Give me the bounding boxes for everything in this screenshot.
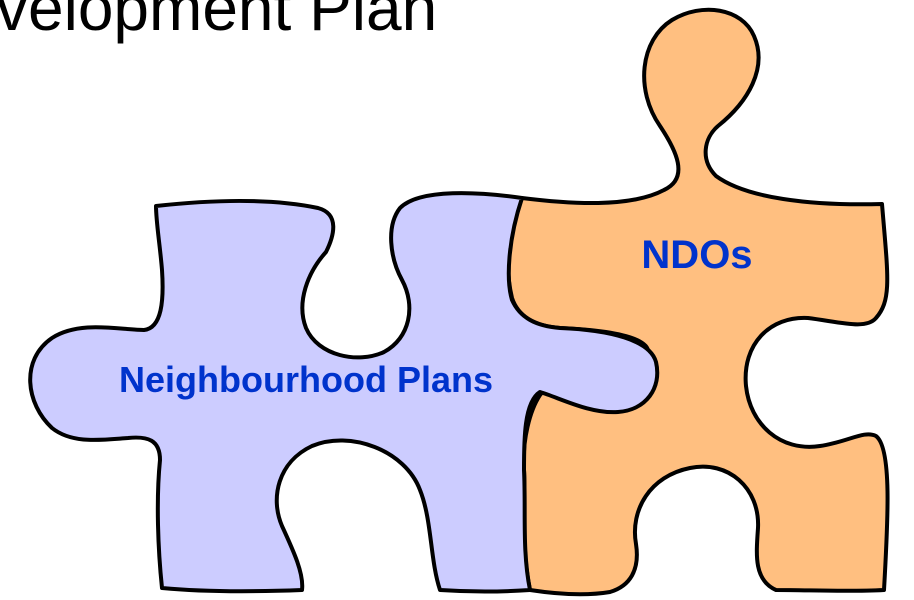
neighbourhood-plans-puzzle-piece <box>28 191 660 594</box>
slide-title: velopment Plan <box>0 0 438 44</box>
neighbourhood-plans-label: Neighbourhood Plans <box>119 359 493 400</box>
ndos-puzzle-piece <box>505 7 890 597</box>
ndos-label: NDOs <box>641 233 752 277</box>
